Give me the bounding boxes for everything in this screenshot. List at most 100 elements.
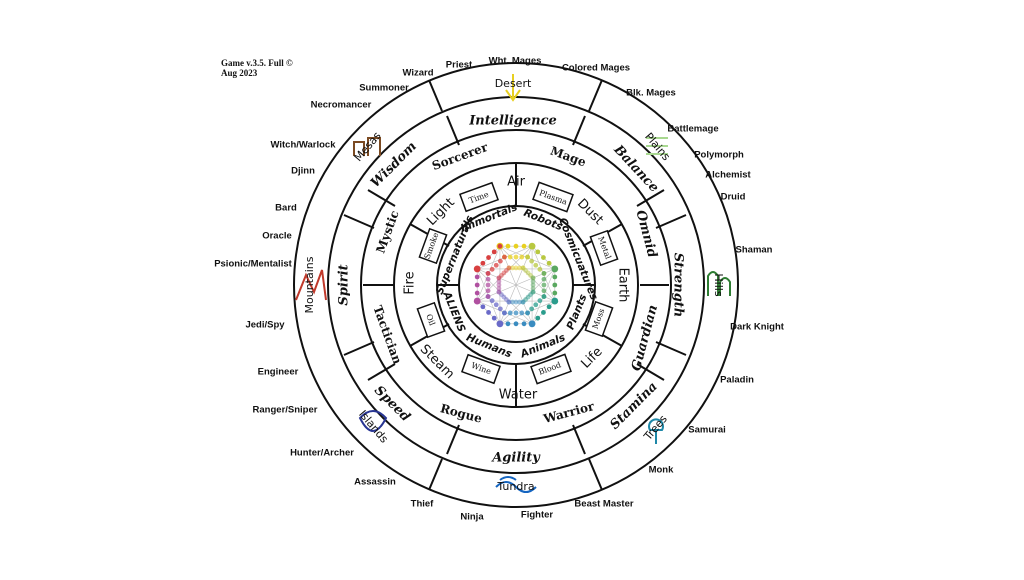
tab-oil xyxy=(416,301,446,339)
tab-moss xyxy=(584,300,614,338)
core-node xyxy=(528,242,536,250)
core-node xyxy=(513,299,519,305)
core-node xyxy=(513,265,519,271)
plains-icon xyxy=(646,137,668,155)
class-label: Engineer xyxy=(258,367,299,378)
core-node xyxy=(493,302,499,308)
element-label: Air xyxy=(507,175,526,190)
core-node xyxy=(529,258,535,264)
class-label: Alchemist xyxy=(705,170,751,181)
core-node xyxy=(496,282,502,288)
element-label: Fire xyxy=(403,271,418,294)
core-node xyxy=(485,276,491,282)
tab-time xyxy=(458,181,500,213)
core-node xyxy=(497,306,503,312)
core-node xyxy=(537,266,543,272)
divider xyxy=(636,189,665,207)
core-node xyxy=(496,279,502,284)
stat-label: Speed xyxy=(371,383,413,425)
ring-stat xyxy=(360,129,672,441)
version-label: Game v.3.5. Full © Aug 2023 xyxy=(221,58,293,78)
core-node xyxy=(513,321,519,327)
terrain-label: Tundra xyxy=(496,480,534,493)
core-node xyxy=(513,254,519,260)
element-label: Water xyxy=(499,388,538,403)
class-label: Oracle xyxy=(262,231,292,242)
core-node xyxy=(510,265,515,271)
class-label: Polymorph xyxy=(694,150,744,161)
terrain-label: Mesas xyxy=(352,129,384,164)
core-node xyxy=(551,297,559,305)
divider xyxy=(588,79,603,112)
mountains-icon xyxy=(295,269,327,301)
mesas-icon xyxy=(353,137,381,156)
sub-element-label: Oil xyxy=(424,313,437,327)
class-label: Dark Knight xyxy=(730,322,785,333)
core-node xyxy=(496,289,502,295)
class-label: Druid xyxy=(721,192,746,203)
core-node xyxy=(552,290,558,296)
archetype-label: Mage xyxy=(548,144,588,170)
core-node xyxy=(552,274,558,280)
stat-label: Agility xyxy=(490,451,541,466)
class-label: Beast Master xyxy=(574,499,633,510)
core-node xyxy=(502,310,507,316)
core-node xyxy=(535,315,541,321)
version-line-2: Aug 2023 xyxy=(221,68,258,78)
core-node xyxy=(486,310,491,315)
core-node xyxy=(541,282,547,288)
divider xyxy=(343,341,375,356)
core-node xyxy=(505,321,511,327)
core-node xyxy=(533,262,539,268)
core-node xyxy=(541,294,547,299)
core-node xyxy=(491,315,497,321)
class-label: Jedi/Spy xyxy=(245,320,285,331)
terrain-label: Hills xyxy=(712,273,725,296)
core-node xyxy=(489,298,495,304)
core-node xyxy=(530,275,536,281)
core-node xyxy=(551,265,559,273)
divider xyxy=(636,363,665,381)
core-node xyxy=(521,243,527,249)
core-node xyxy=(530,286,536,291)
divider xyxy=(367,363,396,381)
class-label: Djinn xyxy=(291,166,315,177)
core-node xyxy=(517,265,522,271)
core-node xyxy=(541,271,547,276)
terrain-label: Mountains xyxy=(303,256,316,313)
class-label: Summoner xyxy=(359,83,409,94)
tab-smoke xyxy=(418,227,448,265)
core-node xyxy=(480,260,486,266)
core-node xyxy=(497,258,503,264)
class-label: Ranger/Sniper xyxy=(253,405,318,416)
class-label: Necromancer xyxy=(311,100,372,111)
terrain-label: Islands xyxy=(356,408,391,446)
core-node xyxy=(541,255,546,260)
class-label: Priest xyxy=(446,60,473,71)
core-node xyxy=(525,310,530,316)
core-node xyxy=(528,320,536,328)
race-label: Cosmicuatures xyxy=(556,216,600,302)
tundra-icon xyxy=(495,476,537,493)
ring-outer xyxy=(293,62,739,508)
divider xyxy=(446,115,460,146)
core-node xyxy=(541,276,547,282)
core-node xyxy=(507,310,513,316)
core-node xyxy=(546,304,552,310)
class-label: Wht. Mages xyxy=(489,56,542,67)
terrain-label: Desert xyxy=(495,77,532,90)
element-label: Dust xyxy=(574,196,606,228)
tab-wine xyxy=(460,353,502,385)
terrain-icons xyxy=(295,74,731,493)
divider xyxy=(343,214,375,229)
core-node xyxy=(473,297,481,305)
trees-icon xyxy=(648,418,664,444)
stat-label: Spirit xyxy=(337,264,352,305)
divider xyxy=(572,115,586,146)
core-node xyxy=(473,265,481,273)
divider xyxy=(428,458,443,491)
core-node xyxy=(541,288,547,294)
element-label: Life xyxy=(578,344,605,371)
core-node xyxy=(485,271,491,276)
